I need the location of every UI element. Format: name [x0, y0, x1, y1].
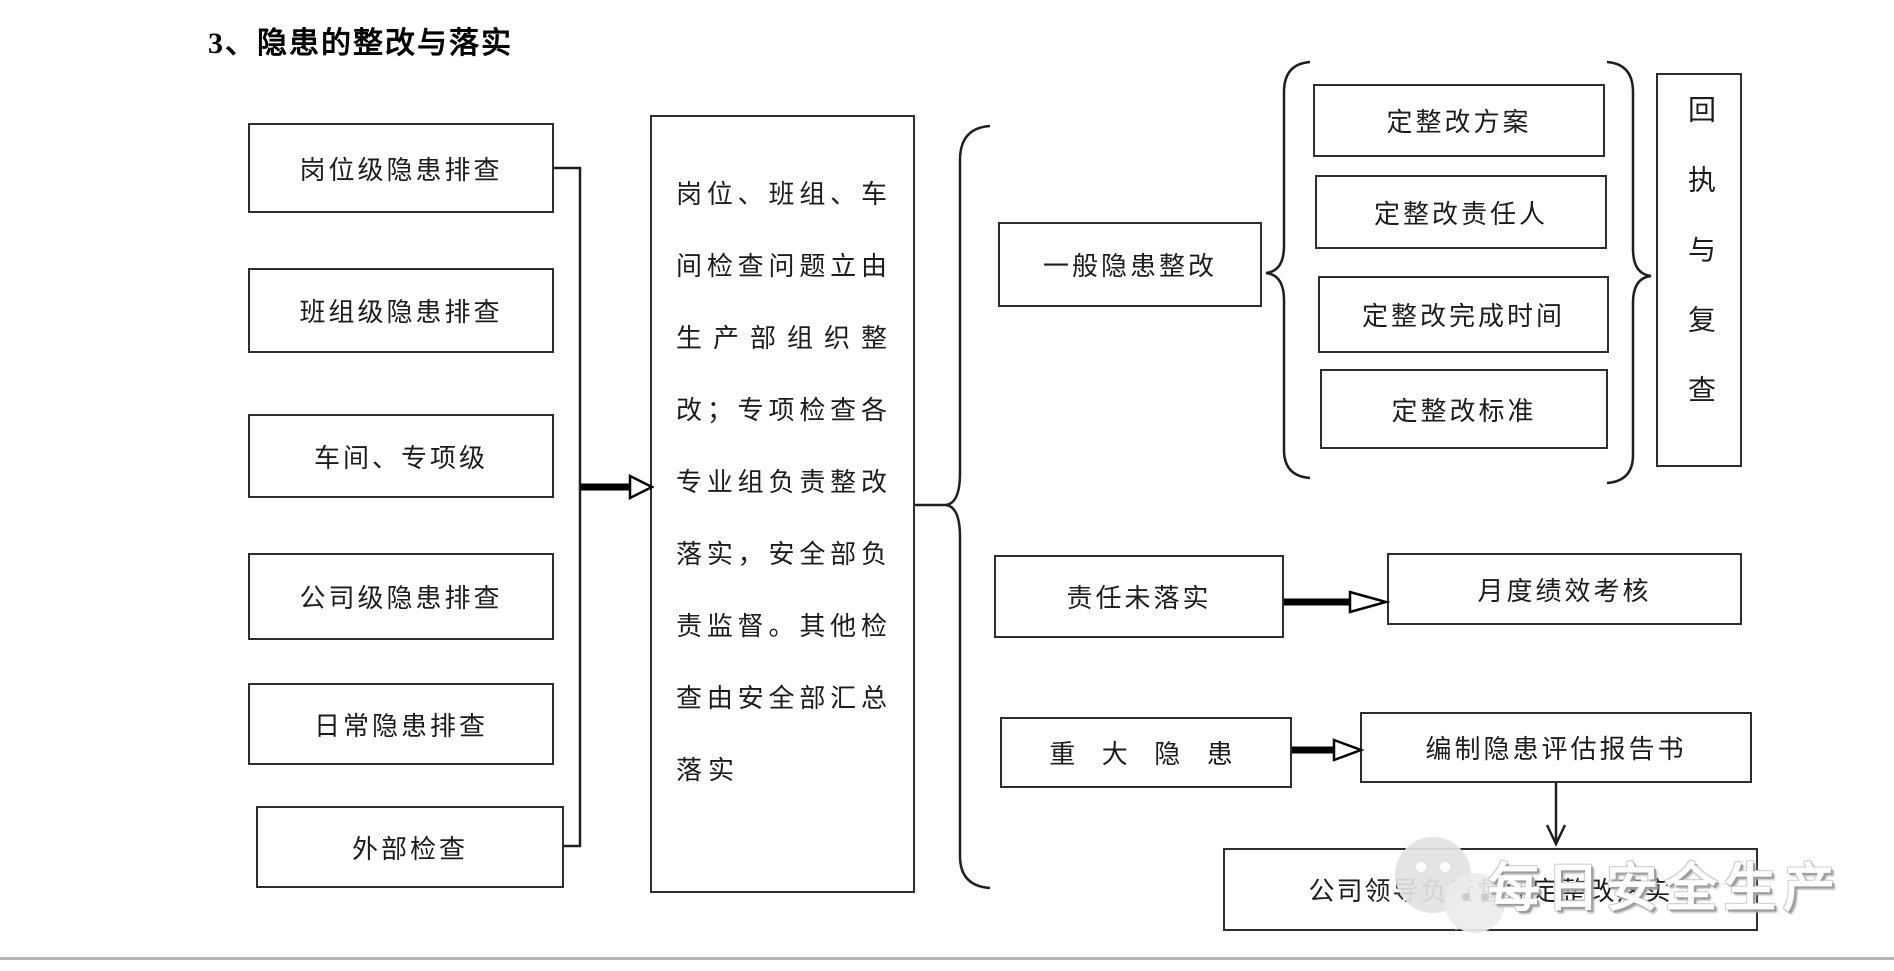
- box-label: 外部检查: [351, 834, 468, 864]
- center-text-line: 间检查问题立由: [676, 252, 891, 281]
- box-label: 岗位级隐患排查: [299, 155, 503, 185]
- center-text-line: 责监督。其他检: [676, 612, 891, 641]
- center-text-line: 岗位、班组、车: [676, 180, 891, 209]
- box-label: 班组级隐患排查: [299, 298, 503, 327]
- center-text-line: 落实: [676, 756, 741, 785]
- box-label: 定整改标准: [1391, 396, 1537, 426]
- page-title: 3、隐患的整改与落实: [208, 27, 513, 60]
- box-daily-check: 日常隐患排查: [248, 683, 554, 765]
- arrow-major-head: [1332, 738, 1365, 762]
- arrow-unfulfilled-head: [1348, 590, 1391, 614]
- box-label: 定整改责任人: [1373, 199, 1548, 229]
- box-set-plan: 定整改方案: [1313, 84, 1605, 157]
- box-general-rectification: 一般隐患整改: [998, 222, 1262, 307]
- bottom-divider: [0, 957, 1894, 960]
- box-label: 编制隐患评估报告书: [1425, 735, 1687, 764]
- center-text-line: 查由安全部汇总: [676, 684, 891, 713]
- box-monthly-performance-assessment: 月度绩效考核: [1387, 553, 1742, 625]
- box-set-standard: 定整改标准: [1320, 369, 1608, 449]
- box-label: 月度绩效考核: [1477, 576, 1652, 606]
- box-label: 定整改完成时间: [1361, 302, 1565, 331]
- box-label: 重 大 隐 患: [1049, 740, 1243, 769]
- box-set-completion-time: 定整改完成时间: [1318, 276, 1609, 353]
- box-team-level-check: 班组级隐患排查: [248, 268, 554, 353]
- arrow-down-head: [1545, 824, 1567, 847]
- box-external-check: 外部检查: [256, 806, 564, 888]
- box-company-level-check: 公司级隐患排查: [248, 553, 554, 640]
- arrow-to-center-head: [628, 473, 655, 501]
- box-receipt-and-recheck: 回执与复查: [1656, 73, 1742, 467]
- box-set-responsible-person: 定整改责任人: [1315, 175, 1607, 249]
- outer-brace: [945, 124, 991, 890]
- box-workshop-special-level: 车间、专项级: [248, 414, 554, 498]
- center-text-line: 专业组负责整改: [676, 468, 891, 497]
- center-text-line: 落实，安全部负: [676, 540, 891, 569]
- measures-right-brace: [1606, 60, 1652, 485]
- box-label: 日常隐患排查: [313, 711, 488, 741]
- box-compile-evaluation-report: 编制隐患评估报告书: [1360, 712, 1752, 783]
- measures-left-brace: [1265, 60, 1311, 480]
- box-label: 公司级隐患排查: [299, 584, 503, 613]
- box-label: 定整改方案: [1386, 108, 1532, 137]
- box-post-level-check: 岗位级隐患排查: [248, 123, 554, 213]
- left-collector-line: [554, 166, 582, 848]
- box-label: 车间、专项级: [313, 443, 488, 473]
- box-label: 回执与复查: [1684, 95, 1715, 445]
- box-major-hidden-danger: 重 大 隐 患: [1000, 717, 1292, 788]
- box-responsibility-unfulfilled: 责任未落实: [994, 555, 1284, 638]
- box-label: 责任未落实: [1066, 584, 1212, 613]
- center-text-line: 生产部组织整: [676, 324, 891, 353]
- box-rectification-organization: 岗位、班组、车 间检查问题立由 生产部组织整 改；专项检查各 专业组负责整改 落…: [650, 115, 915, 893]
- box-label: 一般隐患整改: [1042, 252, 1217, 281]
- watermark-text: 每日安全生产: [1488, 860, 1843, 918]
- center-text-line: 改；专项检查各: [676, 396, 891, 425]
